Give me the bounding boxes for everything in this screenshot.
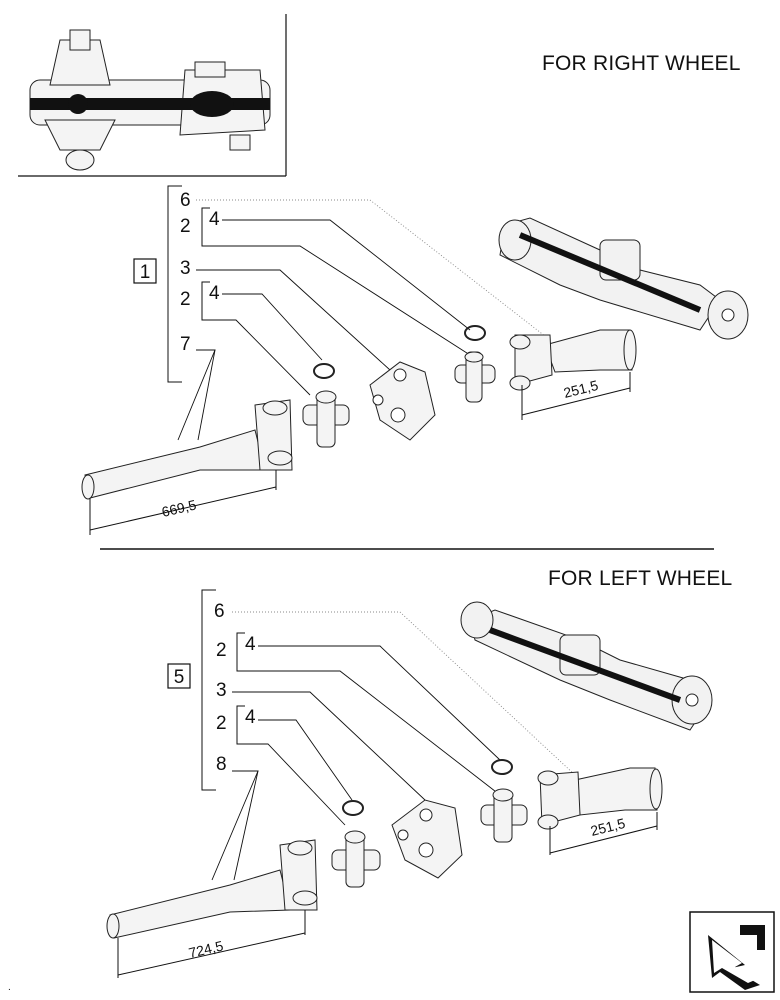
circlip-icon [464,325,486,341]
right-wheel-section: 1 6 2 4 3 2 4 7 [81,185,749,535]
callout-long-shaft: 8 [216,754,227,775]
short-shaft-yoke [537,767,663,830]
dimension-short-shaft [549,812,658,855]
group-ref-label: 1 [140,262,151,283]
cross-journal [331,830,381,888]
dimension-label: 669,5 [160,496,198,520]
callout-coupling: 3 [216,680,227,701]
callout-circlip: 4 [245,634,256,655]
group-ref-box [133,258,157,284]
dimension-long-shaft [89,470,277,535]
group-ref-label: 5 [174,667,185,688]
callout-coupling: 3 [180,258,191,279]
long-shaft [106,839,318,939]
circlip-icon [342,800,364,816]
axle-overview-thumbnail [18,14,287,177]
page-dot: . [8,982,11,993]
callout-cross-qty: 2 [216,640,227,661]
callout-shaft-yoke: 6 [180,190,191,211]
callout-cross-qty: 2 [180,289,191,310]
double-yoke-coupling [391,799,463,879]
short-shaft-yoke [509,329,637,391]
circlip-icon [491,759,513,775]
group-ref-box [167,663,191,689]
circlip-icon [313,363,335,379]
cross-journal [480,788,528,843]
cross-journal [302,390,350,448]
next-page-arrow-icon[interactable] [689,911,775,993]
left-wheel-heading: FOR LEFT WHEEL [548,567,733,590]
callout-circlip: 4 [209,283,220,304]
callout-long-shaft: 7 [180,334,191,355]
long-shaft [81,399,293,500]
callout-cross-qty: 2 [216,713,227,734]
callout-cross-qty: 2 [180,216,191,237]
dimension-label: 724,5 [187,937,225,961]
axle-housing-illustration [498,217,749,340]
left-wheel-section: 5 6 2 4 3 2 4 8 [106,589,713,978]
axle-housing-illustration [460,601,713,731]
right-wheel-heading: FOR RIGHT WHEEL [542,52,741,75]
callout-shaft-yoke: 6 [214,601,225,622]
dimension-long-shaft [117,910,306,978]
callout-circlip: 4 [209,209,220,230]
double-yoke-coupling [369,361,436,441]
dimension-short-shaft [521,372,631,420]
cross-journal [454,351,496,403]
callout-circlip: 4 [245,707,256,728]
